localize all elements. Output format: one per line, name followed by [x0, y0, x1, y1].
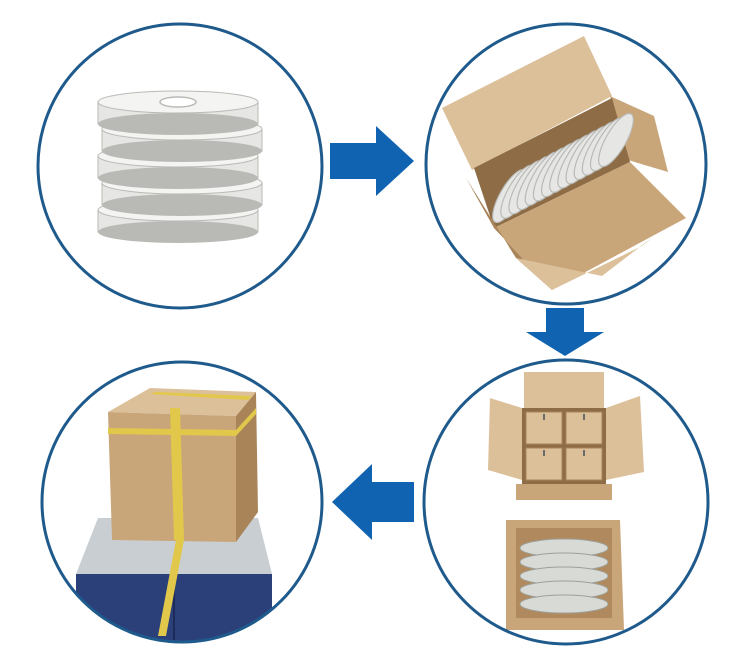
bagged-roll-5	[519, 594, 609, 614]
step-2-circle-border	[424, 22, 708, 306]
strap-set	[108, 392, 256, 540]
inner-box-grid	[525, 411, 603, 481]
step-1-circle-border	[36, 22, 324, 310]
step-4-circle-border	[40, 360, 324, 644]
carton-roll-row	[492, 112, 634, 224]
step-1-tape-rolls	[36, 22, 324, 310]
roll-bottom-edge	[98, 221, 258, 243]
carton-strap-vertical	[170, 408, 184, 540]
upper-carton-right-flap	[606, 396, 644, 480]
roll-bottom-edge	[102, 194, 262, 216]
arrow-left-icon	[332, 464, 414, 540]
inner-box-1	[525, 411, 563, 445]
bagged-roll-stack	[519, 538, 609, 614]
carton-back-flap	[442, 36, 612, 170]
arrow-right-icon	[330, 126, 414, 196]
roll-core-hole	[159, 96, 197, 108]
carton-strap-top	[150, 392, 252, 400]
step-3-circle-border	[422, 358, 710, 646]
upper-carton-front-flap	[516, 484, 612, 500]
machine-strap	[158, 540, 184, 636]
arrow-down-icon	[526, 308, 604, 356]
carton-bottom-flap	[516, 236, 654, 290]
carton-roll-14	[598, 112, 634, 168]
step-4-strapped-carton	[40, 360, 324, 644]
roll-stack	[97, 90, 263, 243]
carton-front-wall	[494, 162, 686, 290]
carton-strap-horizontal	[108, 408, 256, 436]
step-3-inner-boxes	[422, 358, 710, 646]
roll-bottom-edge	[98, 167, 258, 189]
tape-roll-1	[97, 90, 259, 135]
upper-carton-left-flap	[488, 398, 522, 480]
step-2-rolls-in-carton	[424, 22, 708, 306]
roll-bottom-edge	[98, 113, 258, 135]
upper-carton-back-flap	[524, 372, 604, 410]
carton-front	[108, 412, 236, 542]
roll-bottom-edge	[102, 140, 262, 162]
